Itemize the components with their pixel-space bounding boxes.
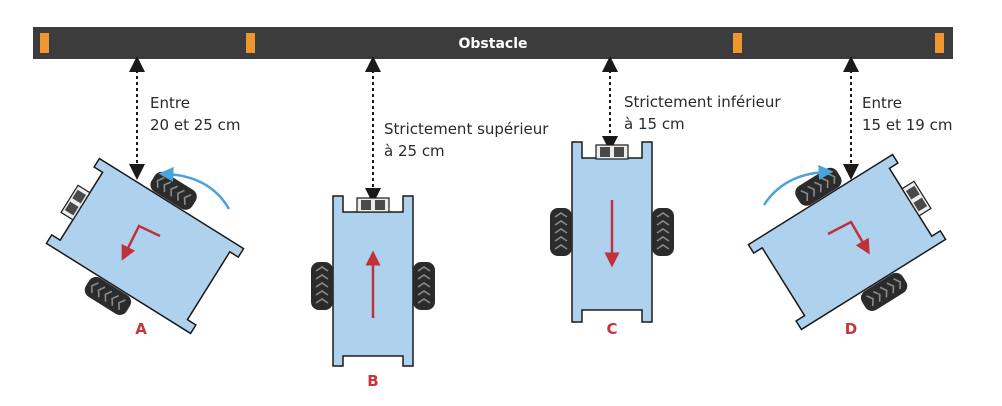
obstacle-marker xyxy=(40,33,49,53)
robot-chassis xyxy=(45,157,245,335)
obstacle-bar: Obstacle xyxy=(33,27,953,59)
condition-c-line1: Strictement inférieur xyxy=(624,93,781,111)
condition-b-line1: Strictement supérieur xyxy=(384,120,549,138)
robot-letter-d: D xyxy=(845,320,857,338)
robot-c xyxy=(549,141,675,323)
condition-b-line2: à 25 cm xyxy=(384,142,445,160)
condition-d-line1: Entre xyxy=(862,94,902,112)
robot-letter-b: B xyxy=(367,372,378,390)
direction-arrow-d xyxy=(827,220,870,255)
obstacle-label: Obstacle xyxy=(459,36,528,52)
distance-sensor-icon xyxy=(595,144,629,160)
condition-d-line2: 15 et 19 cm xyxy=(862,116,952,134)
wheel-icon xyxy=(549,207,573,257)
robot-d xyxy=(747,153,947,331)
robot-chassis xyxy=(747,153,947,331)
robot-b xyxy=(310,195,436,367)
rotation-arrow-d xyxy=(762,164,834,206)
robot-letter-a: A xyxy=(135,320,147,338)
condition-c-line2: à 15 cm xyxy=(624,115,685,133)
condition-a-line2: 20 et 25 cm xyxy=(150,116,240,134)
obstacle-marker xyxy=(733,33,742,53)
condition-a-line1: Entre xyxy=(150,94,190,112)
obstacle-marker xyxy=(935,33,944,53)
direction-arrow-a xyxy=(121,224,161,261)
robot-a xyxy=(45,157,245,335)
rotation-arrow-a xyxy=(158,166,231,210)
wheel-icon xyxy=(310,261,334,311)
robot-letter-c: C xyxy=(606,320,617,338)
distance-sensor-icon xyxy=(356,197,390,213)
wheel-icon xyxy=(651,207,675,257)
wheel-icon xyxy=(412,261,436,311)
obstacle-marker xyxy=(246,33,255,53)
